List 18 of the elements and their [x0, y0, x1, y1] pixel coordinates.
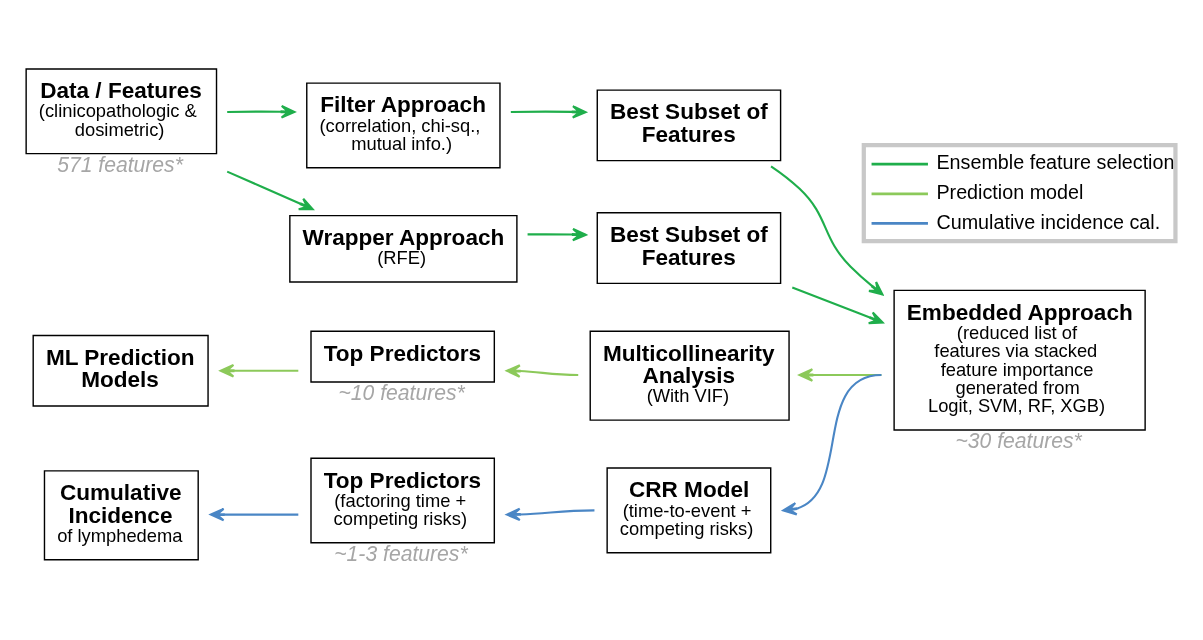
arrow	[219, 364, 299, 378]
arrow	[791, 286, 884, 325]
legend-label: Prediction model	[936, 181, 1084, 204]
legend-label: Ensemble feature selection	[936, 151, 1175, 174]
node-label: ~30 features*	[955, 429, 1082, 453]
arrow	[527, 227, 587, 242]
arrow	[505, 507, 595, 522]
arrow	[510, 105, 587, 119]
arrow	[505, 364, 579, 378]
arrow	[209, 507, 299, 522]
node-label: 571 features*	[57, 152, 183, 176]
arrow	[770, 165, 884, 296]
legend-label: Cumulative incidence cal.	[936, 210, 1161, 233]
arrow	[782, 373, 882, 516]
arrow	[226, 170, 314, 211]
node-label: ~1-3 features*	[334, 542, 468, 566]
arrow	[227, 105, 296, 119]
node-label: ~10 features*	[338, 381, 465, 405]
